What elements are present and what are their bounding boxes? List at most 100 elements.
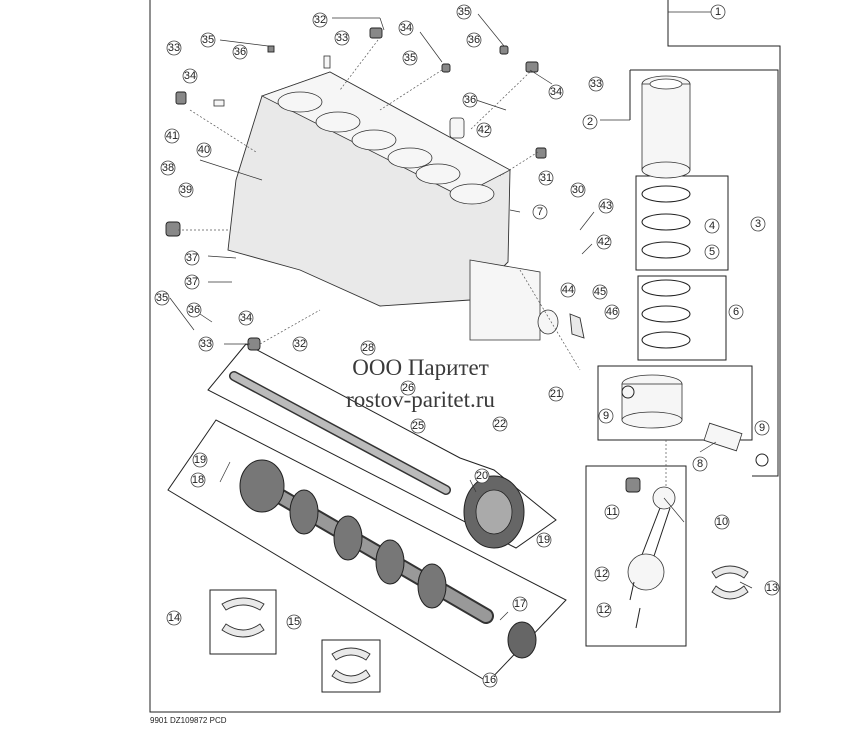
callout-ring xyxy=(560,282,576,298)
callout-8: 8 xyxy=(692,456,708,472)
callout-16: 16 xyxy=(482,672,498,688)
callout-ring xyxy=(596,602,612,618)
small-plugs xyxy=(165,27,585,351)
callout-44: 44 xyxy=(560,282,576,298)
callout-45: 45 xyxy=(592,284,608,300)
leader-lines xyxy=(169,13,753,621)
callout-4: 4 xyxy=(704,218,720,234)
callout-34: 34 xyxy=(398,20,414,36)
callout-ring xyxy=(410,418,426,434)
callout-label: 33 xyxy=(200,338,212,350)
callout-label: 43 xyxy=(600,200,612,212)
callout-ring xyxy=(192,452,208,468)
callout-ring xyxy=(512,596,528,612)
camshaft-box xyxy=(207,343,557,549)
callout-21: 21 xyxy=(548,386,564,402)
callout-ring xyxy=(604,504,620,520)
callout-label: 7 xyxy=(537,206,543,218)
callout-42: 42 xyxy=(476,122,492,138)
callout-33: 33 xyxy=(198,336,214,352)
callout-label: 12 xyxy=(596,568,608,580)
callout-39: 39 xyxy=(178,182,194,198)
callout-label: 6 xyxy=(733,306,739,318)
callout-ring xyxy=(232,44,248,60)
callout-3: 3 xyxy=(750,216,766,232)
callout-14: 14 xyxy=(166,610,182,626)
callout-ring xyxy=(200,32,216,48)
callout-46: 46 xyxy=(604,304,620,320)
callout-41: 41 xyxy=(164,128,180,144)
drawing-code: 9901 DZ109872 PCD xyxy=(150,716,227,725)
callout-36: 36 xyxy=(186,302,202,318)
callout-35: 35 xyxy=(456,4,472,20)
callout-ring xyxy=(474,468,490,484)
crank-gear xyxy=(507,621,537,659)
callout-37: 37 xyxy=(184,250,200,266)
callout-label: 9 xyxy=(759,422,765,434)
callout-label: 32 xyxy=(314,14,326,26)
callout-ring xyxy=(764,580,780,596)
ring-set-box xyxy=(635,175,729,361)
crankshaft xyxy=(239,459,494,624)
callout-ring xyxy=(704,244,720,260)
callout-7: 7 xyxy=(532,204,548,220)
callout-ring xyxy=(604,304,620,320)
callout-label: 3 xyxy=(755,218,761,230)
callout-ring xyxy=(190,472,206,488)
callout-ring xyxy=(398,20,414,36)
callout-ring xyxy=(166,610,182,626)
camshaft xyxy=(229,371,451,495)
liner-seal-rings xyxy=(641,185,691,349)
callout-label: 10 xyxy=(716,516,728,528)
callout-label: 35 xyxy=(156,292,168,304)
callout-25: 25 xyxy=(410,418,426,434)
callout-ring xyxy=(196,142,212,158)
callout-ring xyxy=(360,340,376,356)
main-bearing-box-15 xyxy=(209,589,277,655)
callout-ring xyxy=(476,122,492,138)
callout-ring xyxy=(536,532,552,548)
callout-13: 13 xyxy=(764,580,780,596)
callout-38: 38 xyxy=(160,160,176,176)
callout-15: 15 xyxy=(286,614,302,630)
callout-ring xyxy=(164,128,180,144)
callout-ring xyxy=(286,614,302,630)
engine-block xyxy=(227,71,541,341)
piston-pin xyxy=(703,422,743,452)
callout-label: 33 xyxy=(336,32,348,44)
callout-22: 22 xyxy=(492,416,508,432)
callout-37: 37 xyxy=(184,274,200,290)
callout-6: 6 xyxy=(728,304,744,320)
callout-30: 30 xyxy=(570,182,586,198)
callout-ring xyxy=(466,32,482,48)
callout-label: 45 xyxy=(594,286,606,298)
connecting-rod xyxy=(625,477,676,629)
callout-26: 26 xyxy=(400,380,416,396)
callout-label: 39 xyxy=(180,184,192,196)
callout-label: 28 xyxy=(362,342,374,354)
callout-ring xyxy=(238,310,254,326)
piston xyxy=(621,374,769,467)
callout-5: 5 xyxy=(704,244,720,260)
callout-label: 15 xyxy=(288,616,300,628)
callout-label: 34 xyxy=(240,312,252,324)
callout-ring xyxy=(548,84,564,100)
callout-label: 20 xyxy=(476,470,488,482)
callout-label: 5 xyxy=(709,246,715,258)
callout-label: 33 xyxy=(590,78,602,90)
callout-34: 34 xyxy=(182,68,198,84)
callout-label: 44 xyxy=(562,284,574,296)
callout-label: 19 xyxy=(194,454,206,466)
callout-label: 21 xyxy=(550,388,562,400)
cam-gear xyxy=(463,475,525,549)
callout-label: 35 xyxy=(458,6,470,18)
callout-label: 17 xyxy=(514,598,526,610)
callout-19: 19 xyxy=(192,452,208,468)
callout-20: 20 xyxy=(474,468,490,484)
callout-label: 36 xyxy=(234,46,246,58)
callout-17: 17 xyxy=(512,596,528,612)
callout-label: 30 xyxy=(572,184,584,196)
